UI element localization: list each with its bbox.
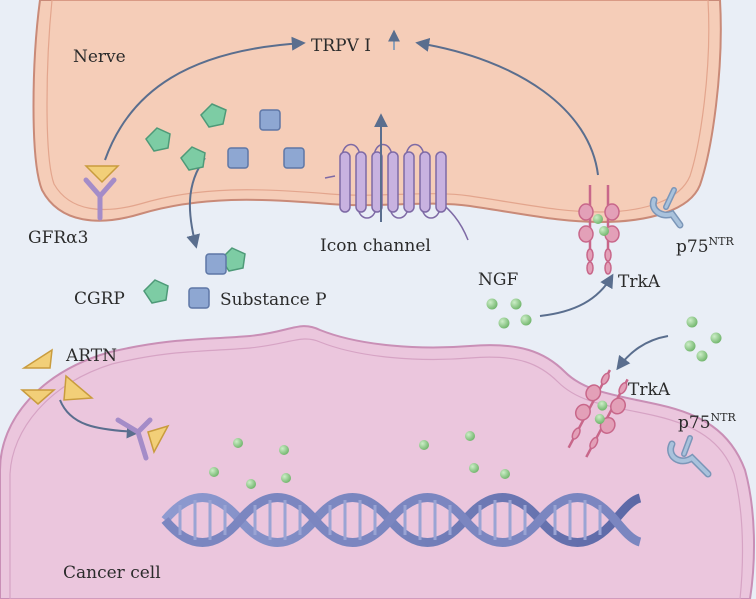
arrow-artn-to-receptor	[59, 399, 141, 439]
ion-channel	[324, 113, 469, 241]
label-p75-nerve: p75NTR	[676, 235, 734, 257]
dna-helix	[161, 493, 642, 547]
label-cancer-cell: Cancer cell	[63, 563, 161, 583]
label-gfra3: GFRα3	[28, 228, 88, 248]
gfra3-receptor-cancer	[115, 417, 170, 461]
artn-ligands	[20, 348, 94, 405]
released-neuropeptides	[143, 247, 246, 309]
label-cgrp: CGRP	[74, 289, 125, 309]
label-trka-nerve: TrkA	[618, 272, 661, 292]
label-icon-channel: Icon channel	[320, 236, 431, 256]
p75-receptor-cancer	[667, 435, 712, 478]
arrow-gfra3-to-trpv	[104, 36, 306, 161]
cancer-cell	[0, 325, 756, 599]
label-artn: ARTN	[65, 346, 117, 366]
arrow-ngf-to-cancer-trka	[616, 335, 669, 371]
label-p75-cancer: p75NTR	[678, 411, 736, 433]
label-trka-cancer: TrkA	[628, 380, 671, 400]
label-trpv: TRPV I	[311, 36, 371, 56]
gfra3-receptor	[83, 165, 120, 221]
arrow-ngf-to-trka	[539, 273, 614, 317]
neuropeptides-in-nerve	[145, 103, 305, 171]
arrow-trka-to-trpv	[415, 37, 599, 176]
trka-receptor-nerve	[578, 185, 620, 275]
label-nerve: Nerve	[73, 47, 126, 67]
ngf-in-cancer-cell	[209, 431, 510, 489]
p75-receptor-nerve	[649, 187, 684, 229]
label-substance-p: Substance P	[220, 290, 327, 310]
ngf-free	[486, 298, 722, 362]
label-ngf: NGF	[478, 270, 518, 290]
trka-receptor-cancer	[567, 369, 629, 458]
